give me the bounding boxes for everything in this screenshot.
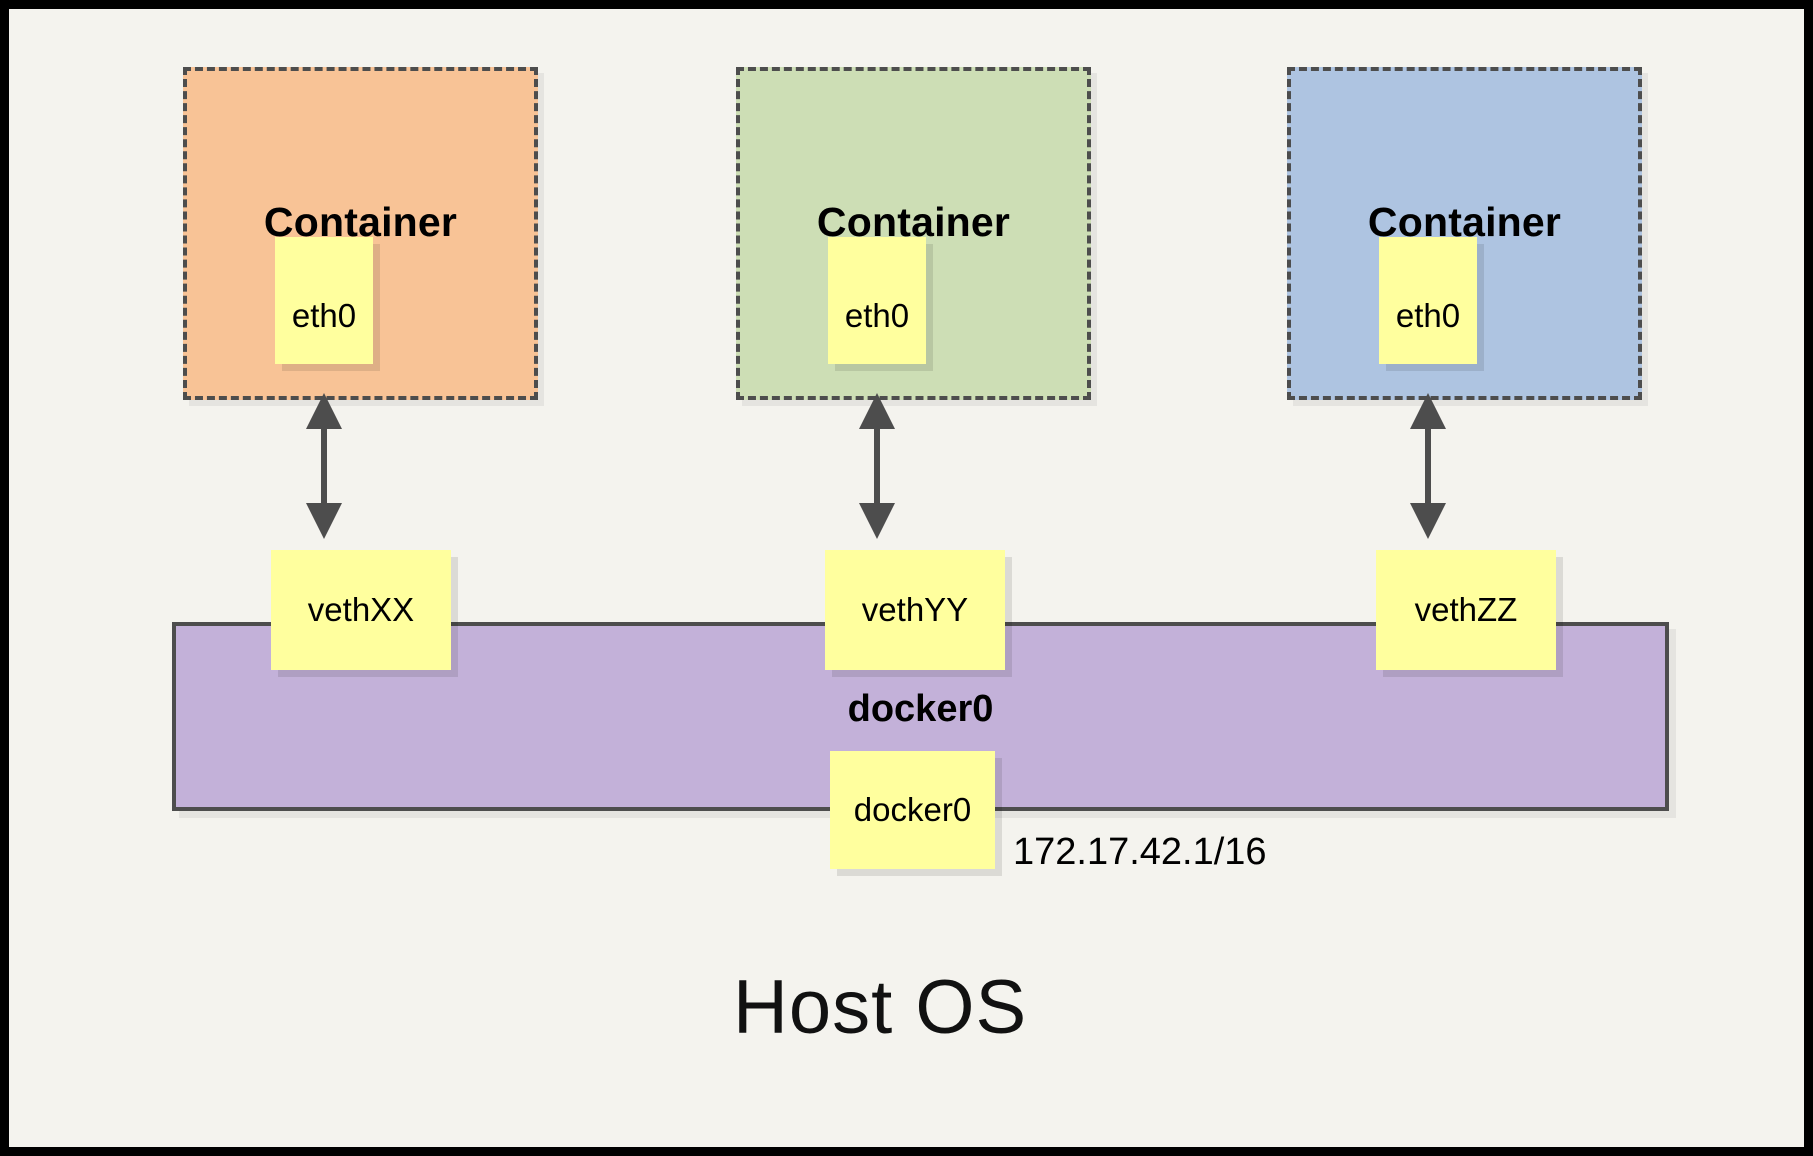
eth0-interface-box-3[interactable]: eth0 bbox=[1379, 237, 1477, 364]
veth-link-arrow-2 bbox=[859, 393, 895, 539]
veth-link-arrow-3 bbox=[1410, 393, 1446, 539]
docker0-bridge-label: docker0 bbox=[847, 688, 994, 730]
eth0-interface-box-1[interactable]: eth0 bbox=[275, 237, 373, 364]
eth0-interface-box-2[interactable]: eth0 bbox=[828, 237, 926, 364]
eth0-label-1: eth0 bbox=[291, 296, 357, 334]
veth-box-1[interactable]: vethXX bbox=[271, 550, 451, 670]
docker0-interface-box[interactable]: docker0 bbox=[830, 751, 995, 869]
host-os-panel: Container eth0 Container eth0 Container … bbox=[9, 9, 1804, 1147]
veth-label-1: vethXX bbox=[307, 591, 415, 628]
docker0-ip-address: 172.17.42.1/16 bbox=[1013, 831, 1267, 873]
veth-box-2[interactable]: vethYY bbox=[825, 550, 1005, 670]
eth0-label-2: eth0 bbox=[844, 296, 910, 334]
veth-label-2: vethYY bbox=[861, 591, 969, 628]
host-os-label: Host OS bbox=[733, 965, 1028, 1050]
veth-box-3[interactable]: vethZZ bbox=[1376, 550, 1556, 670]
docker0-interface-label: docker0 bbox=[853, 791, 972, 828]
veth-label-3: vethZZ bbox=[1414, 591, 1518, 628]
eth0-label-3: eth0 bbox=[1395, 296, 1461, 334]
veth-link-arrow-1 bbox=[306, 393, 342, 539]
